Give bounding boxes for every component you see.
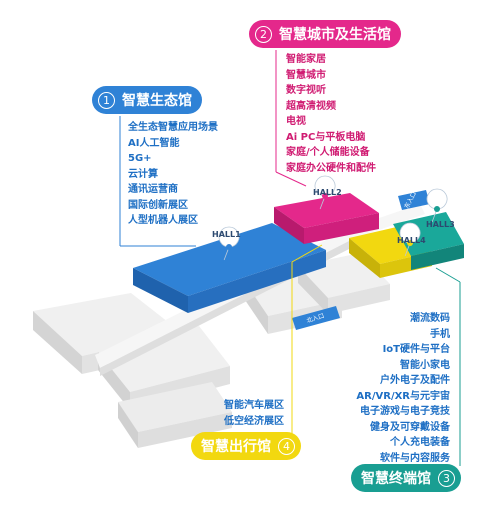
hall3-item: 潮流数码 — [410, 313, 450, 324]
hall4-item: 智能汽车展区 — [224, 400, 284, 411]
hall2-item: 家庭/个人储能设备 — [286, 147, 370, 158]
hall3-item: 软件与内容服务 — [380, 452, 450, 464]
north-entrance-marker — [292, 306, 340, 330]
hall3-item: IoT硬件与平台 — [382, 344, 450, 355]
hall1-item: 通讯运营商 — [128, 184, 178, 195]
hall1-item-list: 全生态智慧应用场景 AI人工智能 5G+ 云计算通讯运营商国际创新展区人型机器人展区 — [128, 120, 218, 229]
hall2-name: 智慧城市及生活馆 — [279, 27, 391, 43]
hall3-item: 户外电子及配件 — [380, 375, 450, 386]
hall2-badge[interactable]: 2 智慧城市及生活馆 — [249, 20, 401, 48]
hall4-pin — [399, 222, 421, 257]
hall3-item: 健身及可穿戴设备 — [370, 421, 450, 433]
hall2-item: 数字视听 — [286, 85, 326, 96]
hall4-number-icon: 4 — [278, 437, 295, 455]
hall2-item: 电视 — [286, 116, 306, 127]
hall2-item: 智慧城市 — [286, 69, 326, 81]
hall4-map-label: HALL4 — [397, 236, 426, 245]
hall1-item: 人型机器人展区 — [128, 215, 198, 226]
hall3-number-icon: 3 — [438, 469, 455, 487]
hall4-badge[interactable]: 智慧出行馆 4 — [191, 432, 301, 460]
hall3-badge[interactable]: 智慧终端馆 3 — [351, 464, 461, 492]
hall1-number-icon: 1 — [98, 91, 115, 109]
hall3-item-list: 潮流数码手机 IoT硬件与平台智能小家电户外电子及配件 AR/VR/XR与元宇宙电子… — [356, 311, 450, 466]
hall2-number-icon: 2 — [255, 25, 272, 43]
hall2-item: 智能家居 — [286, 54, 326, 65]
hall2-item: 家庭办公硬件和配件 — [286, 162, 376, 174]
hall1-item: 云计算 — [128, 168, 158, 180]
hall1-badge[interactable]: 1 智慧生态馆 — [92, 86, 202, 114]
east-entrance-marker — [398, 190, 430, 210]
hall4-name: 智慧出行馆 — [201, 439, 271, 455]
hall2-pin — [314, 175, 336, 210]
hall2-item-list: 智能家居智慧城市数字视听超高清视频电视 Ai PC与平板电脑家庭/个人储能设备家庭… — [286, 52, 376, 176]
hall2-item: Ai PC与平板电脑 — [286, 131, 366, 143]
hall1-item: AI人工智能 — [128, 137, 180, 149]
hall1-item: 全生态智慧应用场景 — [128, 122, 218, 133]
hall3-map-label: HALL3 — [426, 220, 455, 229]
hall1-pin — [218, 226, 240, 261]
hall2-item: 超高清视频 — [286, 100, 336, 112]
hall3-item: AR/VR/XR与元宇宙 — [356, 390, 450, 402]
hall3-item: 个人充电装备 — [390, 437, 450, 448]
hall1-name: 智慧生态馆 — [122, 93, 192, 109]
hall3-item: 智能小家电 — [400, 359, 450, 371]
hall3-item: 电子游戏与电子竞技 — [360, 406, 450, 417]
hall3-name: 智慧终端馆 — [361, 471, 431, 487]
hall3-pin — [426, 188, 448, 223]
hall1-map-label: HALL1 — [212, 230, 241, 239]
hall3-item: 手机 — [430, 328, 450, 340]
hall2-map-label: HALL2 — [313, 188, 342, 197]
hall4-item: 低空经济展区 — [224, 415, 284, 427]
hall4-item-list: 智能汽车展区低空经济展区 — [224, 398, 284, 429]
hall2-building — [274, 193, 379, 244]
hall1-item: 国际创新展区 — [128, 199, 188, 211]
hall1-item: 5G+ — [128, 153, 152, 164]
